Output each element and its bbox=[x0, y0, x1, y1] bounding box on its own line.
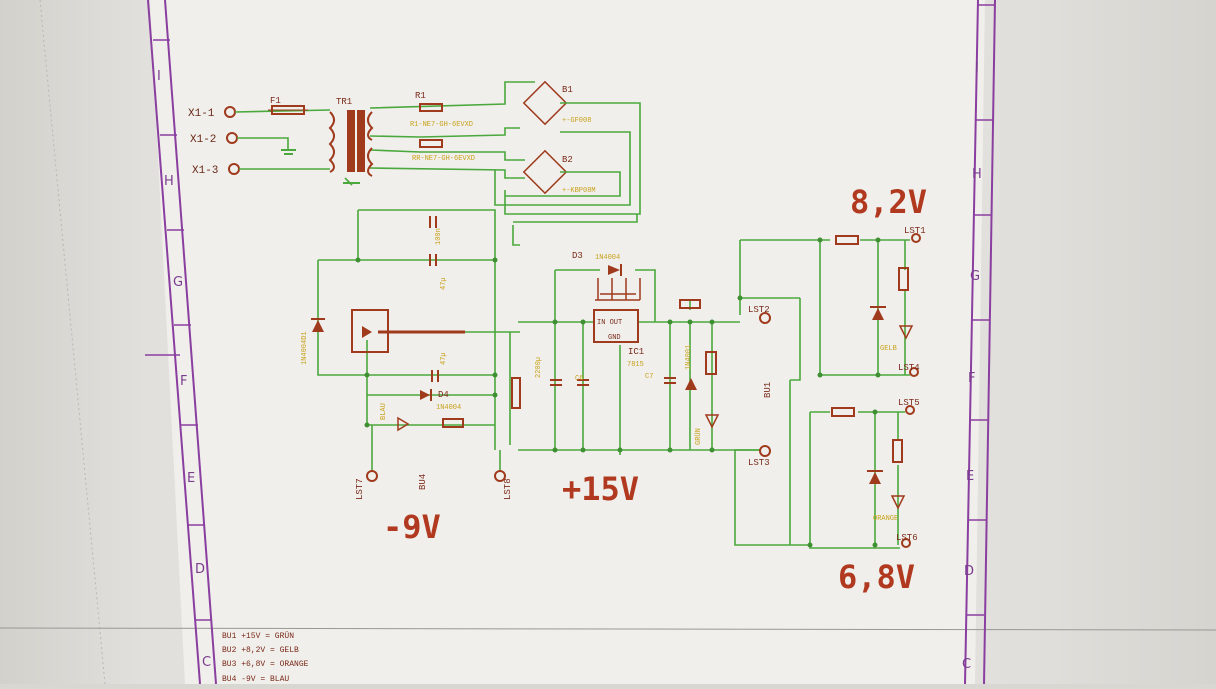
svg-text:LST7: LST7 bbox=[355, 478, 365, 500]
frame-letter-right: D bbox=[964, 564, 974, 579]
bridge-label: B1 bbox=[562, 85, 573, 95]
svg-text:LST3: LST3 bbox=[748, 458, 770, 468]
regulator-ic1[interactable]: IN OUT GND IC1 7815 bbox=[593, 309, 644, 369]
frame-letter-left: E bbox=[187, 471, 195, 486]
pos-outputs[interactable]: LST2 LST3 BU1 bbox=[679, 299, 773, 468]
frame-letter-right: F bbox=[968, 371, 975, 386]
diode-d3-label: D3 bbox=[572, 251, 583, 261]
voltage-label-6v8: 6,8V bbox=[838, 558, 915, 596]
ic-gnd-label: GND bbox=[608, 334, 621, 342]
connector-label: X1-1 bbox=[188, 108, 215, 120]
svg-text:BLAU: BLAU bbox=[380, 403, 388, 420]
svg-text:1N4004D1: 1N4004D1 bbox=[301, 331, 309, 365]
svg-text:1N4001: 1N4001 bbox=[685, 345, 693, 370]
frame-letter-right: C bbox=[962, 657, 971, 672]
voltage-label-15v: +15V bbox=[562, 470, 639, 508]
svg-text:LST4: LST4 bbox=[898, 363, 920, 373]
svg-text:BU1: BU1 bbox=[763, 382, 773, 398]
connector-label: X1-2 bbox=[190, 134, 216, 146]
svg-text:RR-NE7-GH-6EVXD: RR-NE7-GH-6EVXD bbox=[412, 155, 475, 163]
svg-text:C7: C7 bbox=[645, 373, 653, 381]
fuse[interactable]: F1 bbox=[268, 96, 308, 115]
svg-text:GRÜN: GRÜN bbox=[694, 428, 703, 445]
bridge-rectifier-b2[interactable]: B2 +-KBP08M bbox=[522, 149, 596, 195]
connector-label: X1-3 bbox=[192, 165, 218, 177]
frame-letter-left: C bbox=[202, 655, 211, 670]
ic-label: IC1 bbox=[628, 347, 644, 357]
svg-text:ORANGE: ORANGE bbox=[873, 515, 898, 523]
neg-regulator[interactable] bbox=[351, 309, 465, 353]
frame-letter-left: G bbox=[173, 275, 183, 290]
svg-text:47µ: 47µ bbox=[440, 352, 448, 365]
frame-right-ticks bbox=[966, 4, 995, 616]
neg-outputs[interactable]: LST7 BU4 LST8 bbox=[355, 470, 513, 500]
part-value: +-KBP08M bbox=[562, 187, 596, 195]
svg-text:R1-NE7-GH-6EVXD: R1-NE7-GH-6EVXD bbox=[410, 121, 473, 129]
bridge-label: B2 bbox=[562, 155, 573, 165]
frame-letter-right: E bbox=[966, 469, 974, 484]
frame-letter-left: D bbox=[195, 562, 205, 577]
bridge-rectifier-b1[interactable]: B1 +-GF008 bbox=[522, 80, 592, 126]
svg-text:BU4: BU4 bbox=[418, 474, 428, 490]
rect-output-wiring bbox=[494, 102, 641, 246]
svg-text:100n: 100n bbox=[435, 228, 443, 245]
frame-letter-left: H bbox=[164, 174, 174, 189]
svg-text:LST6: LST6 bbox=[896, 533, 918, 543]
svg-text:C6: C6 bbox=[575, 375, 583, 383]
legend-line: BU2 +8,2V = GELB bbox=[222, 646, 299, 655]
pos-caps: 2200µ C6 C7 bbox=[511, 357, 676, 409]
legend-line: BU3 +6,8V = ORANGE bbox=[222, 660, 309, 669]
svg-text:R1: R1 bbox=[415, 91, 426, 101]
svg-text:LST8: LST8 bbox=[503, 478, 513, 500]
frame-letter-left: F bbox=[180, 374, 187, 389]
frame-letter-right: G bbox=[970, 269, 980, 284]
diode-d3[interactable]: D3 1N4004 bbox=[572, 251, 622, 276]
frame-letter-right: H bbox=[972, 167, 982, 182]
diode-d4-value: 1N4004 bbox=[436, 404, 461, 412]
voltage-label-9v: -9V bbox=[383, 508, 441, 546]
ic-value: 7815 bbox=[627, 361, 644, 369]
svg-text:LST1: LST1 bbox=[904, 226, 926, 236]
zener-outputs[interactable]: LST1 LST4 LST5 LST6 GELB ORANGE bbox=[873, 226, 926, 548]
diode-d1[interactable]: 1N4004D1 bbox=[301, 318, 325, 365]
frame-right bbox=[964, 0, 996, 685]
neg-caps: 100n 47µ 47µ bbox=[429, 216, 448, 382]
svg-text:LST5: LST5 bbox=[898, 398, 920, 408]
ic-pins-label: IN OUT bbox=[597, 319, 622, 327]
input-wiring bbox=[234, 81, 535, 186]
color-legend: BU1 +15V = GRÜN BU2 +8,2V = GELB BU3 +6,… bbox=[222, 632, 309, 684]
led-neg[interactable]: BLAU bbox=[380, 403, 464, 432]
transformer-label: TR1 bbox=[336, 97, 352, 107]
voltage-label-8v2: 8,2V bbox=[850, 183, 927, 221]
resistors-zener bbox=[831, 235, 909, 463]
diode-d3-value: 1N4004 bbox=[595, 254, 620, 262]
zener-diodes bbox=[867, 306, 914, 510]
input-connectors: X1-1 X1-2 X1-3 bbox=[188, 106, 240, 177]
frame-letter-right: I bbox=[975, 61, 979, 76]
svg-text:47µ: 47µ bbox=[440, 277, 448, 290]
transformer[interactable]: TR1 bbox=[328, 97, 374, 177]
junctions bbox=[355, 237, 881, 548]
grid-line bbox=[0, 627, 1216, 631]
frame-left bbox=[147, 0, 217, 685]
legend-line: BU1 +15V = GRÜN bbox=[222, 632, 294, 641]
frame-left-ticks bbox=[153, 39, 212, 621]
fuse-resistors: R1-NE7-GH-6EVXD RR-NE7-GH-6EVXD R1 bbox=[410, 91, 475, 163]
diode-d4[interactable]: D4 1N4004 bbox=[420, 389, 461, 412]
fuse-label: F1 bbox=[270, 96, 281, 106]
legend-line: BU4 -9V = BLAU bbox=[222, 675, 289, 684]
frame-letter-left: I bbox=[157, 69, 161, 84]
diode-d4-label: D4 bbox=[438, 390, 449, 400]
svg-text:2200µ: 2200µ bbox=[535, 357, 543, 378]
pos-led[interactable]: GRÜN 1N4001 bbox=[685, 345, 720, 445]
svg-text:GELB: GELB bbox=[880, 345, 897, 353]
grid-line bbox=[39, 0, 106, 685]
svg-text:LST2: LST2 bbox=[748, 305, 770, 315]
heatsink bbox=[595, 278, 641, 301]
part-value: +-GF008 bbox=[562, 117, 591, 125]
